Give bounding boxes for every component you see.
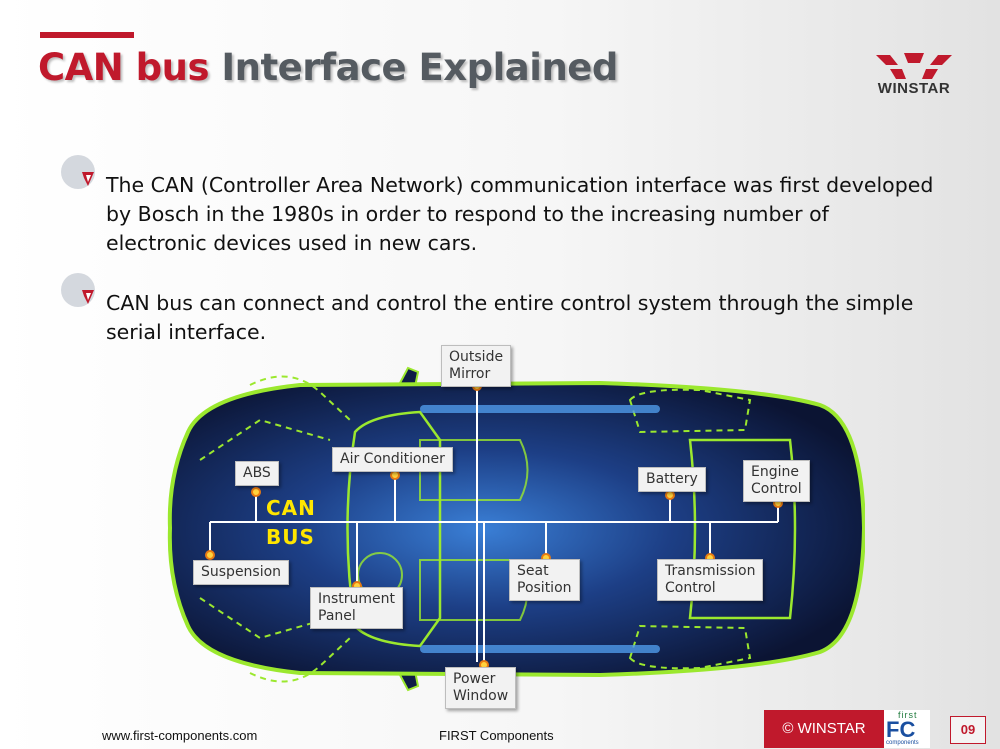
node-air-conditioner-line1: Air Conditioner [340,451,445,467]
fc-logo-bottom: components [886,740,919,746]
node-seat-position: Seat Position [509,559,580,601]
first-components-logo: first FC components [884,710,930,748]
node-transmission-control-line2: Control [665,580,716,596]
node-battery: Battery [638,467,706,492]
bullet-icon [61,273,95,307]
node-power-window-line2: Window [453,688,509,704]
node-transmission-control-line1: Transmission [665,563,756,579]
logo-text: WINSTAR [877,80,951,97]
node-instrument-panel: Instrument Panel [310,587,404,629]
node-abs: ABS [235,461,279,486]
node-power-window-line1: Power [453,671,496,687]
node-outside-mirror-line1: Outside [449,349,504,365]
node-engine-control: Engine Control [743,460,810,502]
node-air-conditioner: Air Conditioner [332,447,453,472]
node-abs-line1: ABS [243,465,271,481]
node-engine-control-line1: Engine [751,464,799,480]
can-bus-label-line1: CAN [266,496,316,520]
footer-url: www.first-components.com [102,728,258,743]
node-engine-control-line2: Control [751,481,802,497]
node-instrument-panel-line2: Panel [318,608,356,624]
bullet-2: CAN bus can connect and control the enti… [106,291,914,344]
node-instrument-panel-line1: Instrument [318,591,396,607]
winstar-logo-icon [876,53,952,79]
slide-title: CAN bus Interface Explained [38,46,618,89]
footer-copyright: © WINSTAR [764,710,884,748]
fc-logo-top: first [898,710,918,720]
node-suspension-line1: Suspension [201,564,282,580]
node-transmission-control: Transmission Control [657,559,764,601]
title-part1: CAN bus [38,46,210,89]
bullet-icon [61,155,95,189]
node-seat-position-line1: Seat [517,563,549,579]
node-battery-line1: Battery [646,471,698,487]
node-outside-mirror-line2: Mirror [449,366,491,382]
page-number: 09 [950,716,986,744]
can-bus-label: CAN BUS [266,494,316,552]
node-outside-mirror: Outside Mirror [441,345,512,387]
node-suspension: Suspension [193,560,290,585]
can-bus-label-line2: BUS [266,525,315,549]
title-part2: Interface Explained [221,46,618,89]
footer-company: FIRST Components [439,728,554,743]
bullet-1: The CAN (Controller Area Network) commun… [106,173,934,255]
node-power-window: Power Window [445,667,517,709]
node-seat-position-line2: Position [517,580,572,596]
fc-logo-main: FC [886,717,916,742]
title-accent-bar [40,32,134,38]
